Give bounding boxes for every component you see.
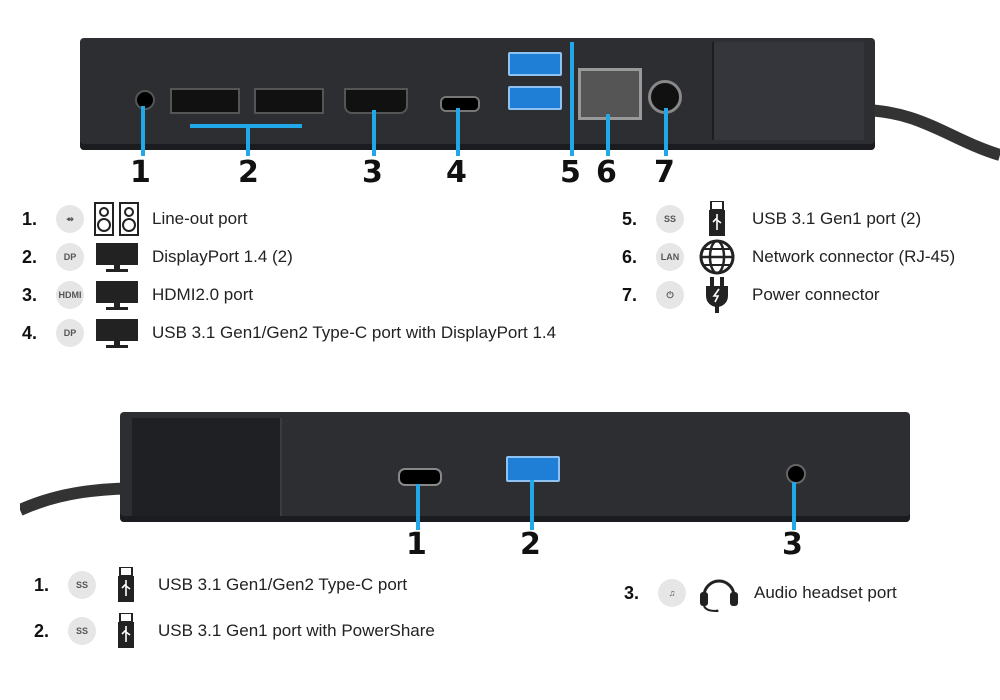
rear-callout-line-4 (456, 108, 460, 156)
legend-label: USB 3.1 Gen1 port with PowerShare (158, 621, 435, 640)
legend-label: DisplayPort 1.4 (2) (152, 247, 293, 266)
legend-number: 1. (22, 208, 38, 229)
displayport-badge-icon: DP (56, 319, 84, 347)
legend-label: USB 3.1 Gen1/Gen2 Type-C port with Displ… (152, 323, 557, 342)
headset-badge-icon: ♫ (658, 579, 686, 607)
front-callout-line-3 (792, 482, 796, 530)
legend-number: 6. (622, 246, 638, 267)
legend-item: 3. ♫ Audio headset port (624, 574, 897, 612)
rear-callout-5: 5 (560, 155, 581, 190)
legend-number: 4. (22, 322, 38, 343)
rear-callout-line-3 (372, 110, 376, 156)
front-legend-left: 1. SS USB 3.1 Gen1/Gen2 Type-C port 2. S… (34, 562, 435, 654)
legend-number: 2. (34, 620, 50, 641)
legend-label: HDMI2.0 port (152, 285, 254, 304)
network-badge-icon: LAN (656, 243, 684, 271)
line-out-jack (135, 90, 155, 110)
usb-icon (106, 613, 146, 649)
rear-callout-1: 1 (130, 155, 151, 190)
usb-a-port-bottom (508, 86, 562, 110)
legend-number: 7. (622, 284, 638, 305)
monitor-icon (94, 241, 140, 273)
legend-label: Network connector (RJ-45) (752, 247, 956, 266)
front-callout-3: 3 (782, 527, 803, 562)
monitor-icon (94, 279, 140, 311)
legend-item: 3. HDMI HDMI2.0 port (22, 276, 556, 314)
usb-ss-badge-icon: SS (656, 205, 684, 233)
usb-c-port-front (398, 468, 442, 486)
rj45-port (578, 68, 642, 120)
legend-number: 3. (22, 284, 38, 305)
front-callout-2: 2 (520, 527, 541, 562)
usb-a-powershare-port (506, 456, 560, 482)
plug-icon (694, 277, 740, 313)
front-callout-line-1 (416, 484, 420, 530)
globe-icon (694, 239, 740, 275)
usb-ss-badge-icon: SS (68, 617, 96, 645)
legend-item: 2. DP DisplayPort 1.4 (2) (22, 238, 556, 276)
rear-callout-bracket-5 (570, 42, 574, 156)
legend-item: 5. SS USB 3.1 Gen1 port (2) (622, 200, 955, 238)
displayport-2 (254, 88, 324, 114)
hdmi-port (344, 88, 408, 114)
legend-number: 5. (622, 208, 638, 229)
usb-icon (694, 201, 740, 237)
monitor-icon (94, 317, 140, 349)
legend-label: Power connector (752, 285, 880, 304)
rear-callout-line-6 (606, 114, 610, 156)
rear-cable (860, 104, 1000, 161)
front-callout-1: 1 (406, 527, 427, 562)
legend-item: 6. LAN Network connector (RJ-45) (622, 238, 955, 276)
rear-legend-right: 5. SS USB 3.1 Gen1 port (2) 6. LAN Netwo… (622, 200, 955, 314)
legend-number: 1. (34, 574, 50, 595)
rear-callout-line-7 (664, 108, 668, 156)
legend-item: 2. SS USB 3.1 Gen1 port with PowerShare (34, 608, 435, 654)
power-badge-icon: ⏻ (656, 281, 684, 309)
displayport-1 (170, 88, 240, 114)
hdmi-badge-icon: HDMI (56, 281, 84, 309)
speakers-icon (94, 202, 140, 236)
rear-callout-4: 4 (446, 155, 467, 190)
power-jack (648, 80, 682, 114)
legend-item: 4. DP USB 3.1 Gen1/Gen2 Type-C port with… (22, 314, 556, 352)
legend-number: 2. (22, 246, 38, 267)
usb-c-port-rear (440, 96, 480, 112)
displayport-badge-icon: DP (56, 243, 84, 271)
rear-callout-2: 2 (238, 155, 259, 190)
usb-ss-badge-icon: SS (68, 571, 96, 599)
legend-item: 1. ⇴ Line-out port (22, 200, 556, 238)
legend-label: USB 3.1 Gen1 port (2) (752, 209, 922, 228)
rear-callout-7: 7 (654, 155, 675, 190)
headset-icon (696, 574, 742, 612)
legend-label: Line-out port (152, 209, 248, 228)
front-dock-photo: 1 2 3 (0, 400, 1000, 565)
rear-dock-panel (712, 42, 864, 140)
headset-jack (786, 464, 806, 484)
line-out-badge-icon: ⇴ (56, 205, 84, 233)
rear-callout-3: 3 (362, 155, 383, 190)
legend-label: USB 3.1 Gen1/Gen2 Type-C port (158, 575, 408, 594)
legend-item: 1. SS USB 3.1 Gen1/Gen2 Type-C port (34, 562, 435, 608)
rear-callout-line-1 (141, 106, 145, 156)
legend-number: 3. (624, 582, 640, 603)
rear-legend-left: 1. ⇴ Line-out port 2. DP DisplayPort 1.4… (22, 200, 556, 352)
rear-callout-6: 6 (596, 155, 617, 190)
front-callout-line-2 (530, 480, 534, 530)
legend-label: Audio headset port (754, 583, 897, 602)
usb-a-port-top (508, 52, 562, 76)
front-legend-right: 3. ♫ Audio headset port (624, 574, 897, 612)
legend-item: 7. ⏻ Power connector (622, 276, 955, 314)
front-dock-panel (132, 418, 282, 516)
rear-callout-line-2 (246, 124, 250, 156)
rear-dock-photo: 1 2 3 4 5 6 7 (0, 0, 1000, 200)
usb-icon (106, 567, 146, 603)
